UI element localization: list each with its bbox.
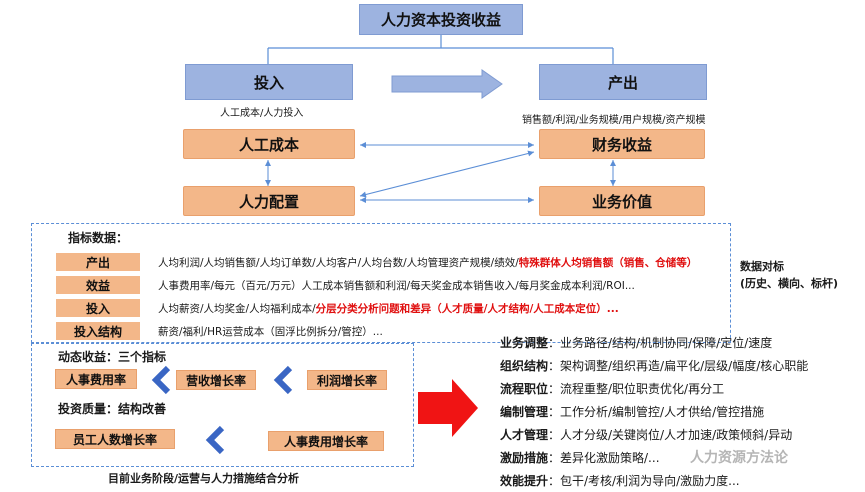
chevron-left-icon xyxy=(273,365,293,395)
allocation-return-link xyxy=(359,150,535,198)
chevron-left-icon xyxy=(151,365,171,395)
input-subtitle: 人工成本/人力投入 xyxy=(220,108,304,119)
indicator-row-structure: 薪资/福利/HR运营成本（固浮比例拆分/管控）... xyxy=(158,326,383,338)
dynamic-title: 动态收益：三个指标 xyxy=(58,350,167,364)
dynamic-item-profit-growth: 利润增长率 xyxy=(307,370,387,390)
indicator-row-output: 人均利润/人均销售额/人均订单数/人均客户/人均台数/人均管理资产规模/绩效/特… xyxy=(158,257,698,269)
measure-process: 流程职位：流程重整/职位职责优化/再分工 xyxy=(500,382,725,396)
input-to-output-arrow xyxy=(391,69,503,99)
hr-allocation-node: 人力配置 xyxy=(183,186,355,216)
indicator-row-benefit: 人事费用率/每元（百元/万元）人工成本销售额和利润/每天奖金成本销售收入/每月奖… xyxy=(158,280,635,292)
indicator-label-output: 产出 xyxy=(56,253,140,271)
quality-title: 投资质量：结构改善 xyxy=(58,402,167,416)
indicator-row-input: 人均薪资/人均奖金/人均福利成本/分层分类分析问题和差异（人才质量/人才结构/人… xyxy=(158,303,619,315)
red-arrow xyxy=(418,379,478,437)
indicator-label-structure: 投入结构 xyxy=(56,322,140,340)
indicator-label-benefit: 效益 xyxy=(56,276,140,294)
measure-org: 组织结构：架构调整/组织再造/扁平化/层级/幅度/核心职能 xyxy=(500,359,809,373)
measure-business: 业务调整：业务路径/结构/机制协同/保障/定位/速度 xyxy=(500,336,773,350)
watermark: 人力资源方法论 xyxy=(690,450,788,466)
business-value-node: 业务价值 xyxy=(539,186,705,216)
financial-return-node: 财务收益 xyxy=(539,129,705,159)
measure-staffing: 编制管理：工作分析/编制管控/人才供给/管控措施 xyxy=(500,405,765,419)
quality-item-hr-cost-growth: 人事费用增长率 xyxy=(268,431,384,451)
benchmark-note: 数据对标 (历史、横向、标杆) xyxy=(740,258,838,292)
indicators-frame xyxy=(31,223,731,343)
page-title: 人力资本投资收益 xyxy=(359,4,523,35)
measure-talent: 人才管理：人才分级/关键岗位/人才加速/政策倾斜/异动 xyxy=(500,428,793,442)
footer-caption: 目前业务阶段/运营与人力措施结合分析 xyxy=(108,472,300,485)
measure-efficiency: 效能提升：包干/考核/利润为导向/激励力度... xyxy=(500,474,740,488)
benchmark-line-2: (历史、横向、标杆) xyxy=(740,277,839,290)
labor-cost-node: 人工成本 xyxy=(183,129,355,159)
measure-incentive: 激励措施：差异化激励策略/... xyxy=(500,451,660,465)
benchmark-line-1: 数据对标 xyxy=(740,260,784,273)
indicator-label-input: 投入 xyxy=(56,299,140,317)
output-box: 产出 xyxy=(539,64,707,100)
dynamic-item-revenue-growth: 营收增长率 xyxy=(176,370,256,390)
quality-item-headcount-growth: 员工人数增长率 xyxy=(55,429,175,449)
chevron-left-icon xyxy=(205,425,225,455)
dynamic-frame xyxy=(31,343,414,467)
dynamic-item-hr-cost-rate: 人事费用率 xyxy=(55,369,137,389)
indicators-title: 指标数据： xyxy=(68,231,129,245)
input-box: 投入 xyxy=(185,64,353,100)
output-subtitle: 销售额/利润/业务规模/用户规模/资产规模 xyxy=(522,115,706,126)
